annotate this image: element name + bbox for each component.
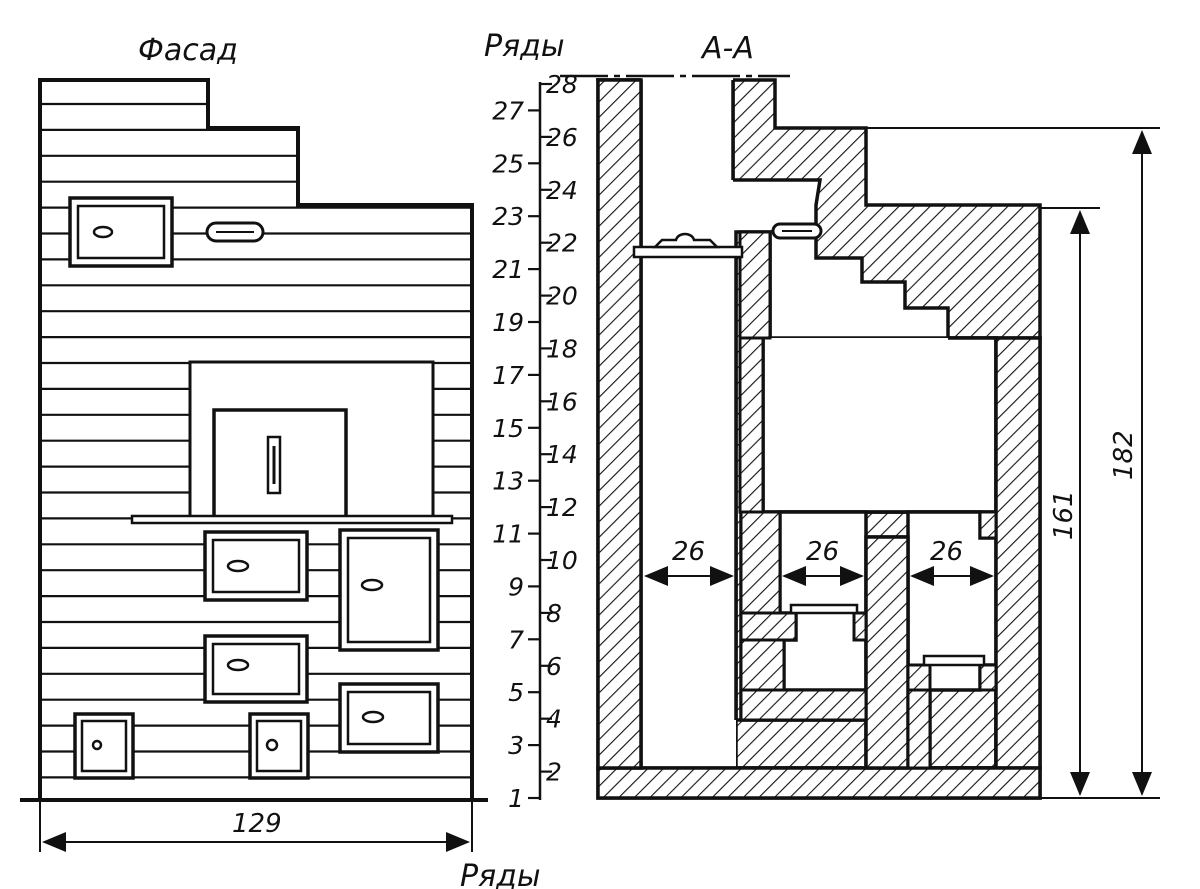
bottom-slab: [596, 766, 1042, 800]
section-view-a-a: 26 26 26 182 161 А-А: [560, 31, 1160, 800]
grate-channel-3: [922, 654, 986, 667]
row-label-19: 19: [492, 308, 524, 337]
facade-view: 129 Фасад: [20, 33, 488, 852]
door-right-lower: [346, 690, 432, 746]
channel-2-dimension-label: 26: [806, 537, 839, 567]
door-left-lower-knob: [226, 658, 250, 672]
cooktop-plate: [632, 245, 744, 259]
left-wall-hatch: [596, 78, 643, 770]
row-label-23: 23: [492, 202, 524, 231]
row-label-26: 26: [546, 123, 578, 152]
upper-door: [76, 204, 166, 260]
section-top-masonry: [731, 78, 1042, 340]
ledge-right-low-2: [978, 663, 998, 692]
row-label-13: 13: [492, 467, 524, 496]
niche-shelf: [130, 514, 454, 525]
chimney-void: [641, 78, 733, 254]
body-height-dimension-label: 161: [1049, 490, 1079, 540]
section-title: А-А: [700, 31, 754, 66]
cleanout-door-right-knob: [265, 738, 279, 752]
row-label-7: 7: [508, 625, 524, 654]
cooktop-lid: [651, 232, 721, 249]
row-label-12: 12: [546, 493, 578, 522]
channel-1-void: [641, 252, 736, 768]
row-label-18: 18: [546, 334, 578, 363]
row-label-28: 28: [546, 70, 578, 99]
row-label-27: 27: [492, 96, 524, 125]
ledge-left: [739, 611, 798, 642]
width-dimension-label: 129: [232, 809, 282, 839]
door-left-upper: [211, 538, 301, 594]
row-label-16: 16: [546, 387, 578, 416]
inner-wall-left-col2: [738, 336, 765, 514]
cleanout-door-right: [255, 719, 303, 773]
row-label-8: 8: [546, 599, 562, 628]
rows-header-label: Ряды: [484, 29, 565, 64]
inner-wall-left-lower: [739, 510, 782, 615]
right-wall-notch: [978, 510, 998, 540]
row-label-6: 6: [546, 652, 562, 681]
channel-1-dimension-label: 26: [672, 537, 705, 567]
row-label-3: 3: [508, 731, 524, 760]
total-height-dimension-label: 182: [1109, 430, 1139, 480]
inner-wall-left-column: [738, 230, 772, 340]
row-label-5: 5: [508, 678, 524, 707]
door-left-lower: [211, 642, 301, 696]
row-label-22: 22: [546, 229, 578, 258]
cleanout-door-left-knob: [91, 739, 103, 751]
cleanout-door-left: [80, 719, 128, 773]
row-label-1: 1: [508, 784, 524, 813]
row-label-15: 15: [492, 414, 524, 443]
grate-channel-2: [789, 603, 859, 615]
channel-2-cover: [782, 514, 864, 688]
center-pillar: [864, 535, 910, 770]
firebox-chamber-cover: [765, 338, 994, 510]
upper-door-knob: [92, 225, 114, 239]
rows-footer-label: Ряды: [460, 859, 541, 889]
row-label-24: 24: [546, 176, 578, 205]
facade-outline: [38, 78, 474, 800]
row-label-21: 21: [492, 255, 524, 284]
ledge-center: [852, 611, 868, 642]
row-label-25: 25: [492, 149, 524, 178]
right-wall-hatch: [994, 336, 1042, 770]
door-right-tall-knob: [360, 578, 384, 592]
door-right-tall: [346, 536, 432, 644]
row-label-14: 14: [546, 440, 578, 469]
row-label-4: 4: [546, 705, 562, 734]
ash-pit-lower-left: [739, 688, 868, 722]
channel-3-cover: [910, 514, 994, 663]
row-label-2: 2: [546, 758, 562, 787]
facade-title: Фасад: [138, 33, 238, 68]
row-label-17: 17: [492, 361, 524, 390]
channel-3-dimension-label: 26: [930, 537, 963, 567]
row-label-20: 20: [546, 282, 578, 311]
row-label-11: 11: [492, 520, 524, 549]
door-left-upper-knob: [226, 559, 250, 573]
ledge-right-top: [906, 688, 932, 770]
row-label-9: 9: [508, 572, 524, 601]
door-right-lower-knob: [361, 710, 385, 724]
inner-wall-left-mid: [739, 638, 786, 692]
row-label-10: 10: [546, 546, 578, 575]
ledge-right-low: [906, 663, 932, 692]
